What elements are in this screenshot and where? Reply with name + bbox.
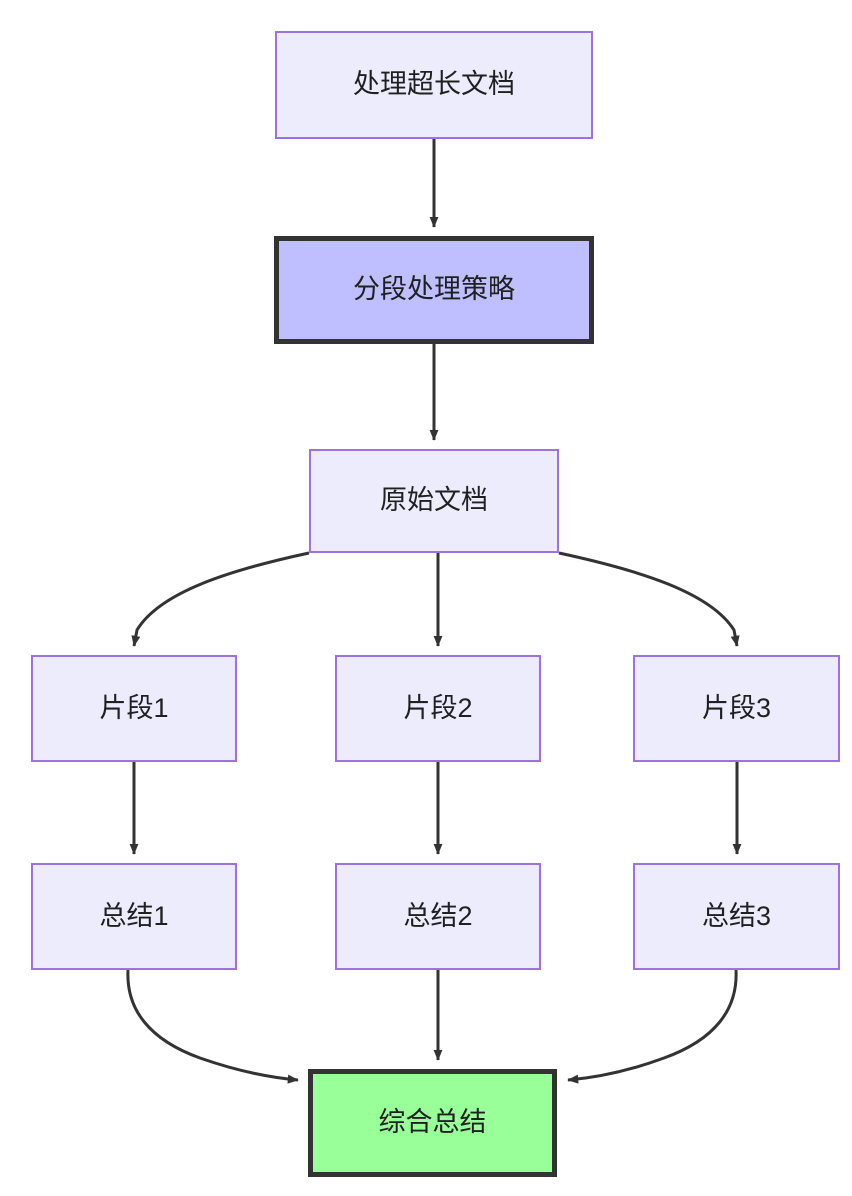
node-fragment-2-label: 片段2 bbox=[403, 692, 473, 723]
node-fragment-2[interactable]: 片段2 bbox=[335, 655, 541, 762]
edge-summary3-final bbox=[567, 969, 738, 1084]
edge-summary1-final bbox=[126, 969, 299, 1084]
node-summary-3[interactable]: 总结3 bbox=[633, 863, 840, 970]
edge-source-fragment3 bbox=[558, 551, 740, 647]
node-fragment-1[interactable]: 片段1 bbox=[31, 655, 237, 762]
node-summary-1[interactable]: 总结1 bbox=[31, 863, 237, 970]
node-summary-2[interactable]: 总结2 bbox=[335, 863, 541, 970]
node-fragment-3[interactable]: 片段3 bbox=[633, 655, 840, 762]
node-summary-3-label: 总结3 bbox=[701, 900, 772, 931]
node-source-doc[interactable]: 原始文档 bbox=[309, 449, 559, 553]
node-summary-1-label: 总结1 bbox=[99, 900, 169, 931]
node-summary-2-label: 总结2 bbox=[403, 900, 473, 931]
node-start-label: 处理超长文档 bbox=[353, 69, 515, 100]
node-final-summary[interactable]: 综合总结 bbox=[308, 1069, 557, 1177]
node-start[interactable]: 处理超长文档 bbox=[275, 31, 593, 139]
node-fragment-3-label: 片段3 bbox=[701, 692, 772, 723]
node-final-summary-label: 综合总结 bbox=[378, 1107, 487, 1138]
edge-source-fragment1 bbox=[131, 551, 310, 647]
node-source-doc-label: 原始文档 bbox=[380, 485, 488, 516]
node-fragment-1-label: 片段1 bbox=[99, 692, 169, 723]
node-strategy-label: 分段处理策略 bbox=[353, 274, 515, 305]
node-strategy[interactable]: 分段处理策略 bbox=[274, 236, 594, 344]
